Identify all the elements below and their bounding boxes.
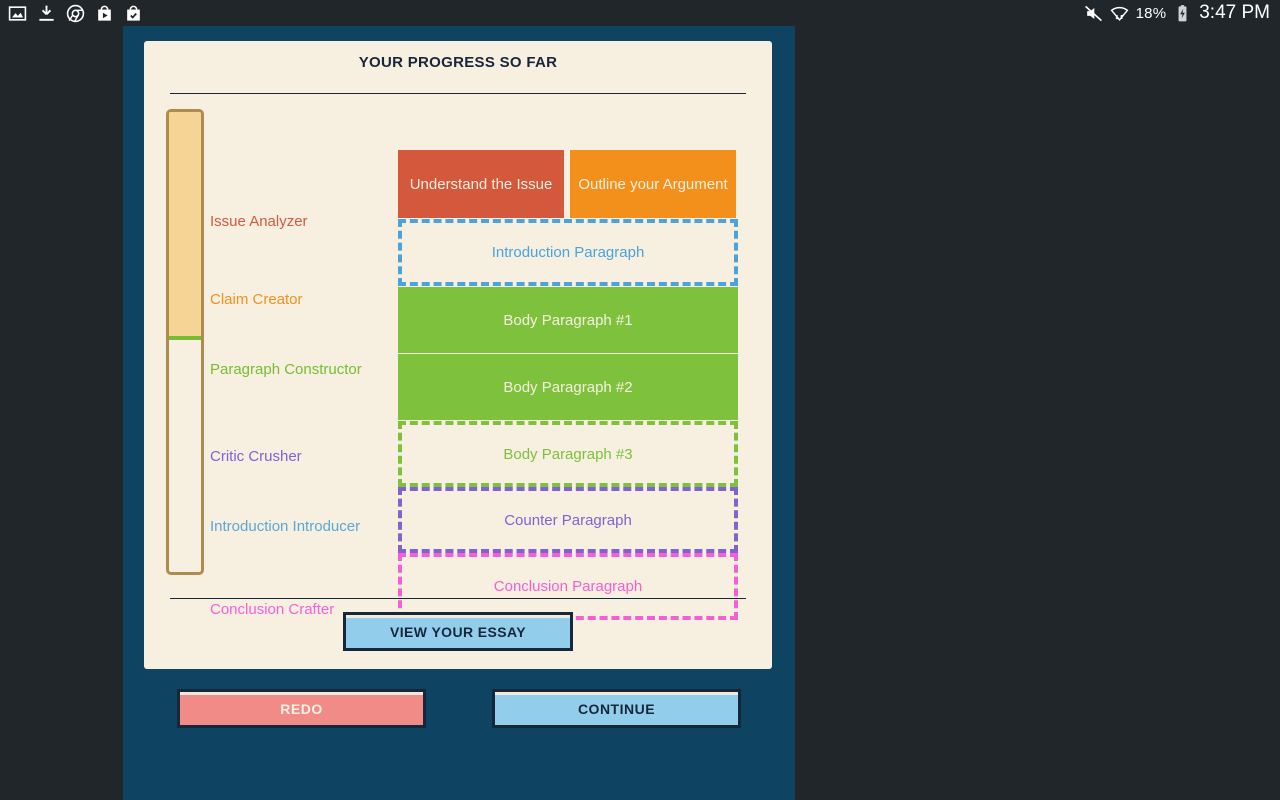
stage-label: Critic Crusher	[210, 448, 302, 465]
divider-top	[170, 93, 746, 94]
stage-label: Issue Analyzer	[210, 213, 308, 230]
essay-block: Conclusion Paragraph	[398, 553, 738, 620]
essay-block: Body Paragraph #2	[398, 354, 738, 420]
view-essay-button[interactable]: VIEW YOUR ESSAY	[343, 612, 573, 651]
essay-block: Body Paragraph #1	[398, 287, 738, 353]
stage-label: Conclusion Crafter	[210, 601, 335, 618]
android-status-bar: 18% 3:47 PM	[0, 0, 1280, 26]
mute-icon	[1084, 4, 1103, 23]
continue-button[interactable]: CONTINUE	[492, 689, 741, 728]
progress-meter-fill	[169, 112, 201, 340]
page-title: YOUR PROGRESS SO FAR	[358, 54, 558, 71]
progress-meter	[166, 109, 204, 575]
essay-block: Outline your Argument	[570, 150, 736, 218]
divider-bottom	[170, 598, 746, 599]
wifi-icon	[1110, 4, 1129, 23]
chrome-icon	[66, 4, 85, 23]
status-notification-icons	[0, 4, 143, 23]
status-system-icons: 18% 3:47 PM	[1084, 2, 1280, 24]
clock-label: 3:47 PM	[1199, 2, 1270, 23]
battery-charging-icon	[1173, 4, 1192, 23]
stage-label: Introduction Introducer	[210, 518, 361, 535]
stage-label: Claim Creator	[210, 291, 303, 308]
essay-block: Understand the Issue	[398, 150, 564, 218]
battery-percent-label: 18%	[1135, 4, 1167, 22]
download-icon	[37, 4, 56, 23]
stage-label: Paragraph Constructor	[210, 361, 362, 378]
redo-button[interactable]: REDO	[177, 689, 426, 728]
essay-block: Body Paragraph #3	[398, 421, 738, 487]
essay-block: Counter Paragraph	[398, 487, 738, 553]
essay-block: Introduction Paragraph	[398, 219, 738, 286]
play-store-check-icon	[124, 4, 143, 23]
play-store-icon	[95, 4, 114, 23]
image-icon	[8, 4, 27, 23]
